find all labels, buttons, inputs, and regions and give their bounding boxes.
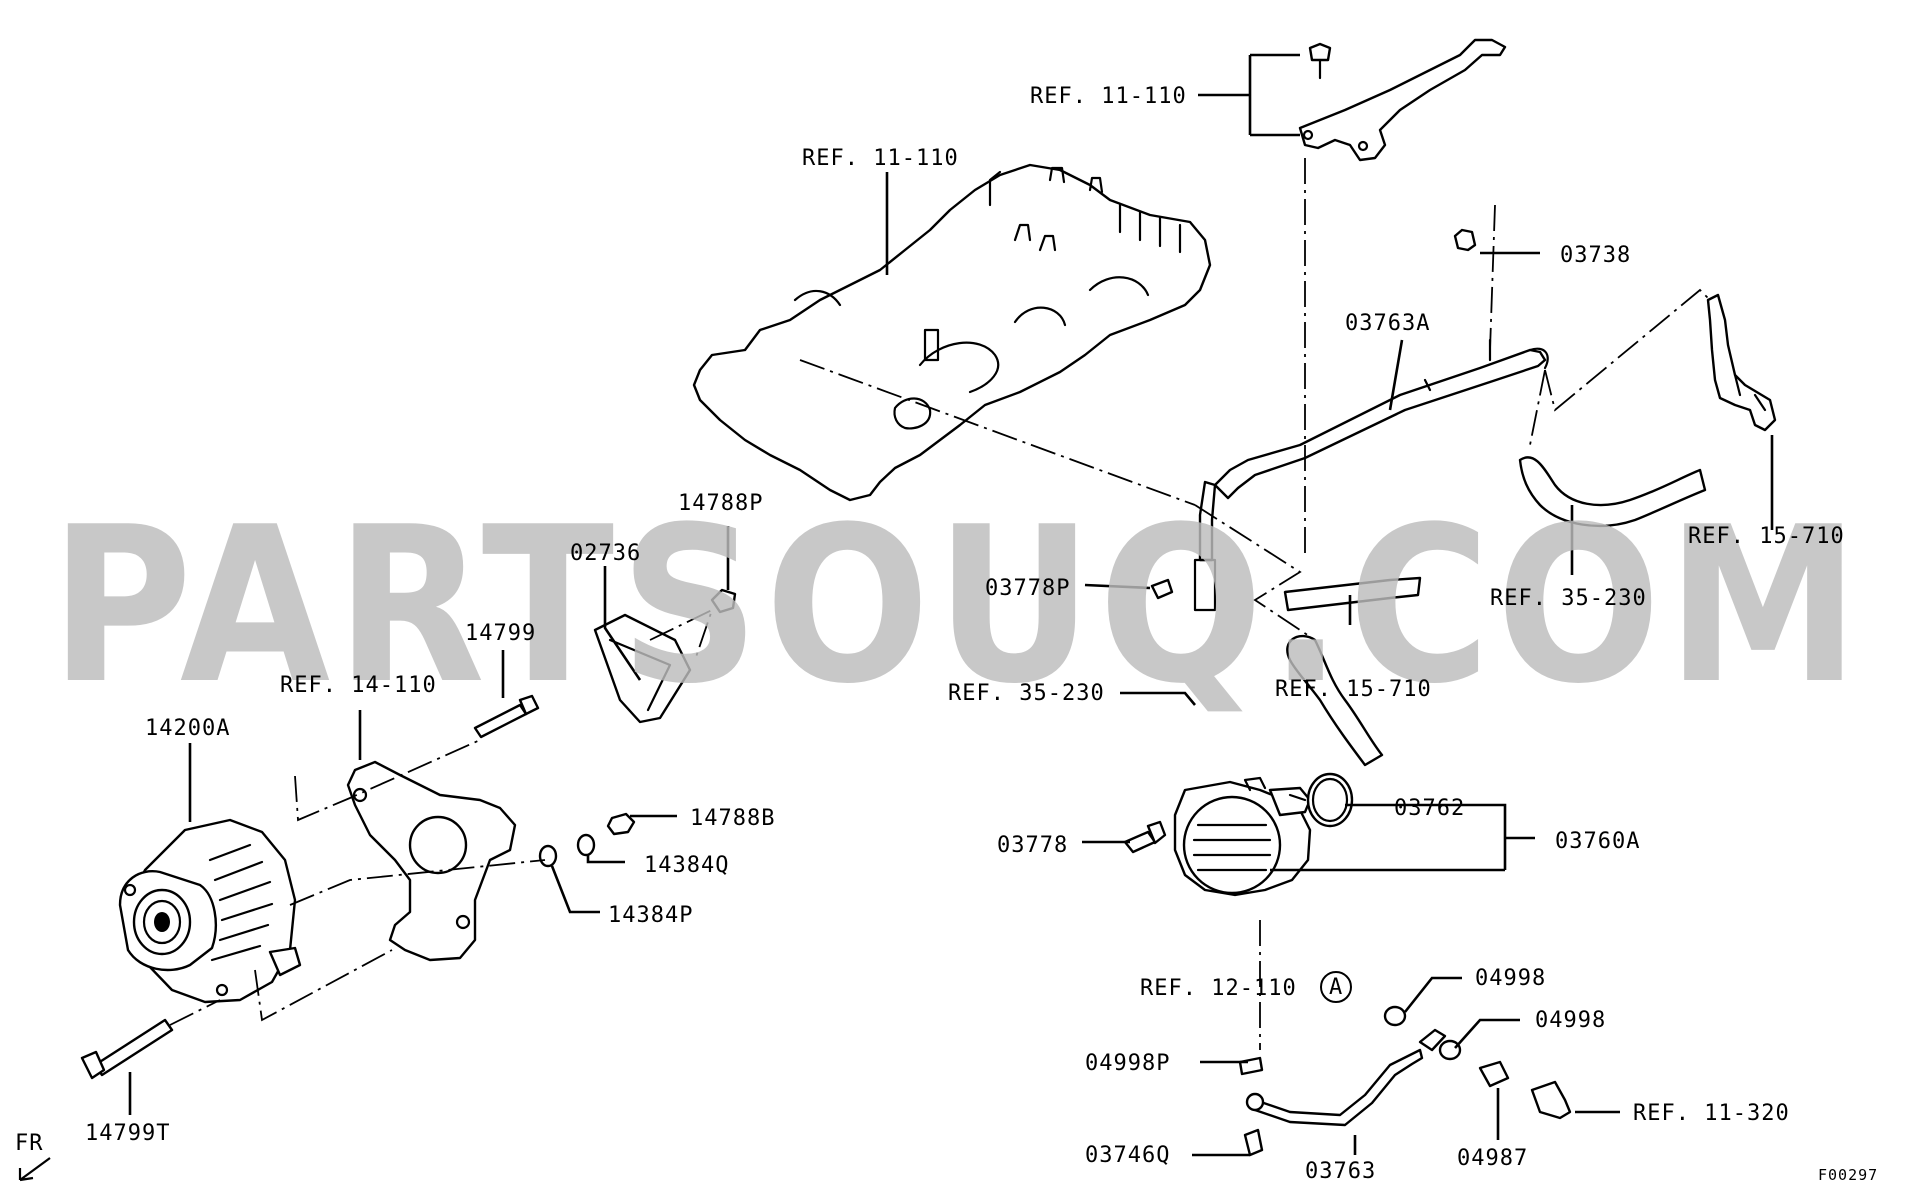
label-ref-11-110-cover[interactable]: REF. 11-110 [802, 146, 959, 171]
label-04987[interactable]: 04987 [1457, 1146, 1528, 1171]
label-02736[interactable]: 02736 [570, 541, 641, 566]
bolt-14799-head [518, 694, 540, 716]
cover-02736-drawing [593, 588, 737, 724]
alternator-bracket-drawing [346, 760, 517, 962]
front-direction-indicator: FR [15, 1131, 51, 1182]
label-ref-35-230-right[interactable]: REF. 35-230 [1490, 586, 1647, 611]
label-03778[interactable]: 03778 [997, 833, 1068, 858]
label-14788b[interactable]: 14788B [690, 806, 775, 831]
washer-04998-1-drawing [1383, 1005, 1407, 1027]
bolt-14799t-head [80, 1050, 106, 1080]
label-ref-15-710-right[interactable]: REF. 15-710 [1688, 524, 1845, 549]
label-03763a[interactable]: 03763A [1345, 311, 1430, 336]
label-04998-upper[interactable]: 04998 [1475, 966, 1546, 991]
cam-cover-drawing [692, 163, 1212, 502]
label-ref-35-230-mid[interactable]: REF. 35-230 [948, 681, 1105, 706]
washer-14384q-drawing [576, 833, 596, 857]
label-14799t[interactable]: 14799T [85, 1121, 170, 1146]
label-03763[interactable]: 03763 [1305, 1159, 1376, 1184]
bolt-03778-head [1146, 820, 1167, 845]
center-lines [169, 158, 1711, 1050]
label-14799[interactable]: 14799 [465, 621, 536, 646]
hose-drawings [1283, 293, 1777, 767]
callout-a-label[interactable]: A [1329, 975, 1343, 1000]
label-ref-14-110[interactable]: REF. 14-110 [280, 673, 437, 698]
fr-label: FR [15, 1131, 44, 1156]
label-ref-11-320[interactable]: REF. 11-320 [1633, 1101, 1790, 1126]
label-03778p[interactable]: 03778P [985, 576, 1070, 601]
plug-04987-drawing [1478, 1060, 1510, 1088]
bolt-03778p-drawing [1150, 578, 1174, 600]
label-14384q[interactable]: 14384Q [644, 853, 729, 878]
label-ref-12-110[interactable]: REF. 12-110 [1140, 976, 1297, 1001]
front-arrow-icon [18, 1157, 51, 1182]
callout-a-circle [1320, 971, 1352, 1003]
label-03762[interactable]: 03762 [1394, 796, 1465, 821]
label-ref-11-110-bracket[interactable]: REF. 11-110 [1030, 84, 1187, 109]
label-04998p[interactable]: 04998P [1085, 1051, 1170, 1076]
label-14788p[interactable]: 14788P [678, 491, 763, 516]
label-14384p[interactable]: 14384P [608, 903, 693, 928]
label-14200a[interactable]: 14200A [145, 716, 230, 741]
washer-04998-2-drawing [1438, 1039, 1462, 1061]
label-ref-15-710-mid[interactable]: REF. 15-710 [1275, 677, 1432, 702]
alternator-drawing [118, 818, 302, 1004]
watermark: PARTSOUQ.COM [50, 480, 1865, 731]
oil-line-drawing [1238, 1028, 1447, 1157]
figure-code: F00297 [1818, 1166, 1878, 1184]
vacuum-pipe-drawing [1193, 228, 1549, 612]
vacuum-pump-drawing [1173, 772, 1354, 897]
label-03760a[interactable]: 03760A [1555, 829, 1640, 854]
upper-bracket-drawing [1298, 38, 1507, 162]
label-03738[interactable]: 03738 [1560, 243, 1631, 268]
sensor-ref-11-320-drawing [1530, 1080, 1572, 1120]
part-labels: REF. 11-110 REF. 11-110 03738 03763A REF… [85, 84, 1845, 1184]
label-03746q[interactable]: 03746Q [1085, 1143, 1170, 1168]
washer-14384p-drawing [538, 844, 558, 868]
nut-14788b-drawing [606, 812, 636, 836]
bolt-14799t-drawing [93, 1018, 174, 1077]
label-04998-lower[interactable]: 04998 [1535, 1008, 1606, 1033]
leader-lines [128, 53, 1774, 1157]
